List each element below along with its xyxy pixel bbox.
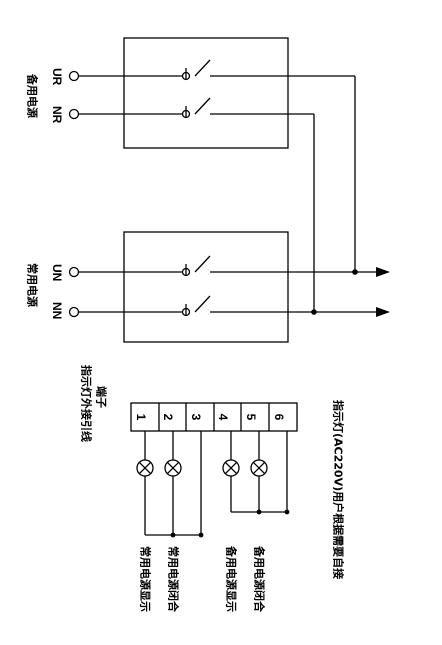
- terminal-number-1: 1: [134, 414, 148, 421]
- switch-blade-nr: [194, 97, 211, 115]
- label-backup-display: 备用电源显示: [225, 545, 239, 612]
- terminal-label-ur: UR: [50, 68, 64, 86]
- label-main-display: 常用电源显示: [139, 546, 153, 612]
- switch-blade-ur: [194, 59, 211, 77]
- terminal-label-un: UN: [50, 264, 64, 281]
- lamp-icon-main-display: [136, 459, 154, 477]
- label-main-closing: 常用电源闭合: [167, 546, 181, 613]
- note-text: 指示灯(AC220V)用户根据需要自接: [332, 400, 346, 579]
- switch-blade-un: [194, 255, 211, 273]
- lamp-icon-backup-closing: [250, 459, 268, 477]
- main-switch-box: [123, 231, 289, 343]
- backup-switch-box: [123, 37, 289, 149]
- main-source-circuit: [68, 255, 378, 318]
- terminal-number-4: 4: [216, 414, 230, 421]
- terminal-block-title: 指示灯外接引线: [80, 365, 94, 442]
- terminal-label-nr: NR: [50, 106, 64, 124]
- terminal-label-nn: NN: [50, 302, 64, 319]
- terminal-nr-circle: [68, 108, 80, 120]
- switch-blade-nn: [194, 295, 211, 313]
- lamp-wiring: [144, 431, 288, 536]
- label-backup-closing: 备用电源闭合: [253, 545, 267, 613]
- terminal-block: [130, 402, 298, 432]
- terminal-number-3: 3: [189, 414, 203, 421]
- junction-dot-u: [352, 269, 358, 275]
- terminal-ur-circle: [68, 70, 80, 82]
- output-arrow-n: [376, 307, 390, 317]
- terminal-number-2: 2: [161, 414, 175, 421]
- output-arrow-u: [376, 267, 390, 277]
- backup-source-circuit: [68, 59, 356, 312]
- lamp-icon-backup-display: [222, 459, 240, 477]
- lamp-icon-main-closing: [164, 459, 182, 477]
- backup-source-title: 备用电源: [26, 73, 40, 118]
- main-source-title: 常用电源: [26, 263, 40, 307]
- terminal-block-subtitle: 端子: [95, 386, 109, 408]
- terminal-un-circle: [68, 266, 80, 278]
- terminal-nn-circle: [68, 306, 80, 318]
- terminal-number-5: 5: [244, 414, 258, 421]
- terminal-number-6: 6: [272, 414, 286, 421]
- junction-dot-n: [311, 309, 317, 315]
